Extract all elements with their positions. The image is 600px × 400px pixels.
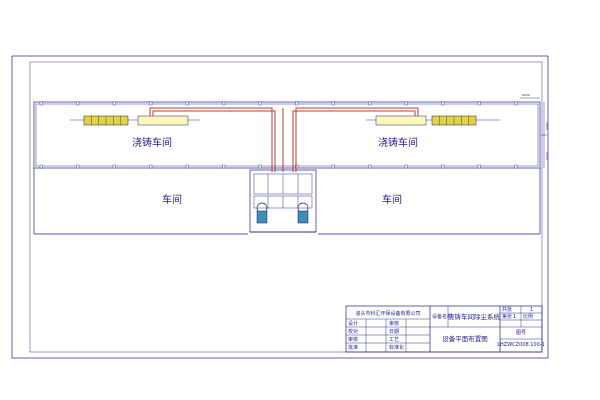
building-column (39, 101, 43, 106)
duct-system (149, 107, 419, 172)
dimension-lines: 6000 3000 3000 (520, 93, 549, 168)
dust-collector-unit (249, 169, 317, 233)
tb-row-mid-1: 审核 (389, 320, 399, 327)
tb-page-label: 第张 (502, 313, 512, 320)
casting-workshop-building (33, 101, 541, 169)
tb-project-name: 浇铸车间除尘系统 (448, 312, 501, 321)
tb-stamp: 标准化 (389, 344, 404, 351)
building-column (185, 101, 189, 106)
tb-project-label: 设备名称 (432, 313, 452, 320)
tb-row-mid-3: 工艺 (389, 337, 399, 343)
building-column (404, 164, 408, 169)
casting-line-right (366, 115, 500, 126)
dim-right-lower: 3000 (545, 152, 549, 160)
tb-drawing-no-label: 图号 (516, 330, 526, 336)
building-column (441, 164, 445, 169)
tb-row-left-1: 设计 (348, 320, 358, 327)
tb-sheet-value: 1 (530, 307, 533, 313)
building-column (76, 101, 80, 106)
tb-scale-label: 比例 (523, 313, 533, 320)
building-column (258, 101, 262, 106)
building-column (477, 101, 481, 106)
tb-page-value: 1 (513, 314, 516, 320)
title-block: 洛头市科汇环保设备有限公司 设计 校对 审核 批准 审核 日期 工艺 标准化 设… (345, 305, 545, 353)
building-column (477, 164, 481, 169)
hall-label-casting-right: 浇铸车间 (378, 136, 418, 149)
tb-row-left-4: 批准 (348, 344, 358, 351)
building-column (514, 164, 518, 169)
casting-line-left (70, 115, 200, 126)
hall-label-workshop-right: 车间 (382, 193, 402, 206)
building-column (258, 164, 262, 169)
hall-label-workshop-left: 车间 (162, 193, 182, 206)
building-column (112, 101, 116, 106)
building-column (222, 101, 226, 106)
building-column (331, 164, 335, 169)
building-column (368, 164, 372, 169)
tb-company: 洛头市科汇环保设备有限公司 (355, 310, 420, 317)
building-column (222, 164, 226, 169)
tb-drawing-no: LHZWCZ008.100-1 (497, 342, 545, 348)
fan-right (297, 202, 309, 224)
tb-row-left-2: 校对 (348, 328, 358, 335)
building-column (441, 101, 445, 106)
tb-row-mid-2: 日期 (389, 329, 399, 335)
sheet-inner-border (29, 61, 543, 353)
building-column (112, 164, 116, 169)
building-column (331, 101, 335, 106)
fan-left (256, 202, 268, 224)
hall-label-casting-left: 浇铸车间 (132, 136, 172, 149)
lower-workshop-building (33, 168, 541, 235)
building-column (185, 164, 189, 169)
building-column (514, 101, 518, 106)
building-column (39, 164, 43, 169)
building-column (149, 101, 153, 106)
building-column (149, 164, 153, 169)
tb-drawing-name: 设备平面布置图 (442, 334, 488, 343)
dim-right-upper: 3000 (545, 122, 549, 130)
dim-top-right: 6000 (522, 93, 530, 97)
building-column (76, 164, 80, 169)
tb-row-left-3: 审核 (348, 336, 358, 343)
building-column (404, 101, 408, 106)
tb-sheet-label: 共张 (502, 306, 512, 313)
sheet-outer-border (11, 55, 549, 359)
building-column (368, 101, 372, 106)
building-column (295, 101, 299, 106)
